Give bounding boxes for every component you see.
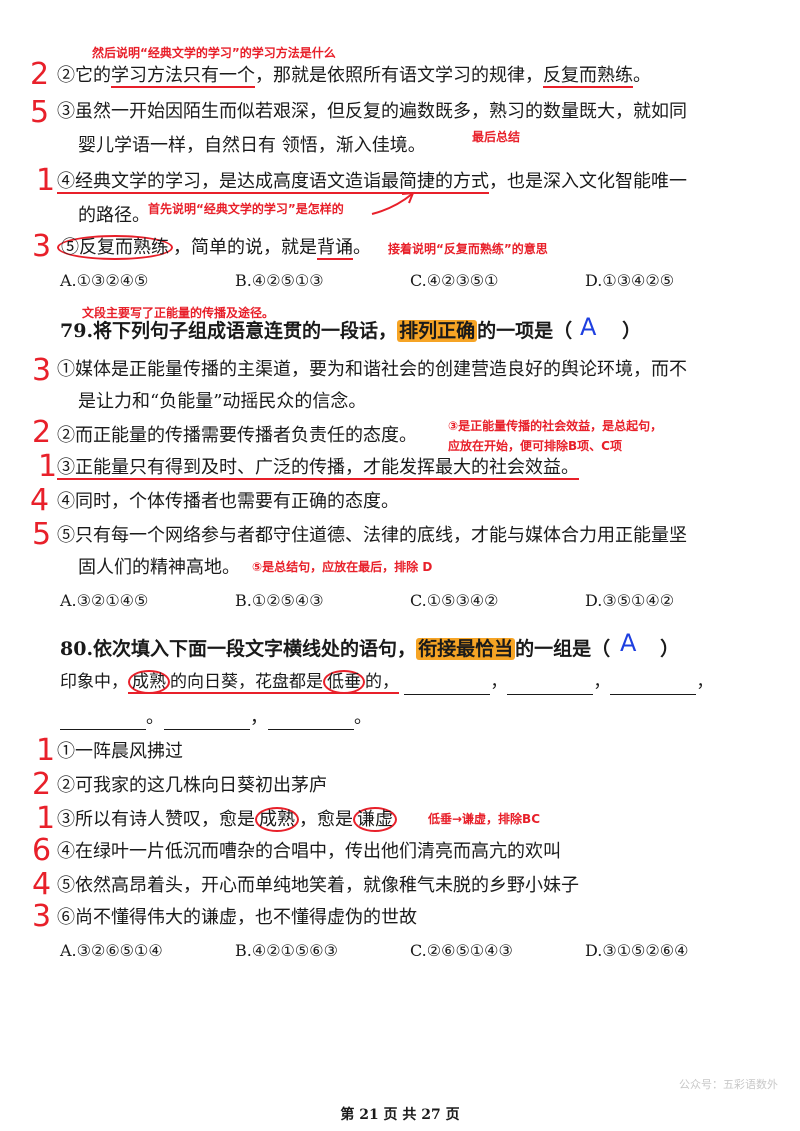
q80-sentence-6: ⑥尚不懂得伟大的谦虚，也不懂得虚伪的世故 (57, 907, 417, 928)
options-row: A.③②⑥⑤①④ B.④②①⑤⑥③ C.②⑥⑤①④③ D.③①⑤②⑥④ (60, 940, 760, 962)
options-row: A.③②①④⑤ B.①②⑤④③ C.①⑤③④② D.③⑤①④② (60, 590, 760, 612)
q79-sentence-4: ④同时，个体传播者也需要有正确的态度。 (57, 491, 399, 512)
order-number-mark: 1 (36, 733, 56, 768)
order-number-mark: 3 (32, 899, 52, 934)
q79-sentence-1-line-2: 是让力和“负能量”动摇民众的信念。 (78, 391, 367, 412)
underline-mark: ③正能量只有得到及时、广泛的传播，才能发挥最大的社会效益。 (57, 457, 579, 480)
annotation-note: 然后说明“经典文学的学习”的学习方法是什么 (92, 46, 336, 60)
options-row: A.①③②④⑤ B.④②⑤①③ C.④②③⑤① D.①③④②⑤ (60, 270, 760, 292)
option-b: B.④②⑤①③ (235, 271, 324, 290)
order-number-mark: 1 (36, 163, 56, 198)
sentence-3-line-2: 婴儿学语一样，自然日有 领悟，渐入佳境。 (78, 135, 426, 156)
option-d: D.③⑤①④② (585, 591, 675, 610)
fill-blank[interactable] (507, 676, 594, 695)
sentence-3-line-1: ③虽然一开始因陌生而似若艰深，但反复的遍数既多，熟习的数量既大，就如同 (57, 101, 687, 122)
fill-blank[interactable] (60, 711, 146, 730)
option-d: D.③①⑤②⑥④ (585, 941, 689, 960)
question-79-title: 79.将下列句子组成语意连贯的一段话，排列正确的一项是（） (60, 320, 642, 342)
q79-sentence-5-line-1: ⑤只有每一个网络参与者都守住道德、法律的底线，才能与媒体合力用正能量坚 (57, 525, 687, 546)
option-a: A.①③②④⑤ (60, 271, 149, 290)
underline-mark: 学习方法只有一个 (111, 65, 255, 88)
option-c: C.②⑥⑤①④③ (410, 941, 513, 960)
q79-sentence-3: ③正能量只有得到及时、广泛的传播，才能发挥最大的社会效益。 (57, 456, 579, 480)
annotation-note: ③是正能量传播的社会效益，是总起句， (448, 419, 663, 433)
handwritten-answer: A (620, 629, 637, 657)
order-number-mark: 3 (32, 229, 52, 264)
circle-mark: ⑤反复而熟练 (57, 235, 173, 260)
fill-blank[interactable] (164, 711, 250, 730)
order-number-mark: 5 (30, 95, 50, 130)
option-b: B.④②①⑤⑥③ (235, 941, 338, 960)
circle-mark: 成熟 (128, 670, 170, 694)
arrow-icon (371, 193, 413, 215)
annotation-note: 最后总结 (472, 130, 521, 144)
q80-sentence-2: ②可我家的这几株向日葵初出茅庐 (57, 775, 327, 796)
fill-blank[interactable] (404, 676, 491, 695)
underline-mark: 背诵 (317, 237, 353, 260)
q80-sentence-3: ③所以有诗人赞叹，愈是成熟，愈是谦虚 (57, 807, 397, 832)
circle-mark: 谦虚 (353, 807, 397, 832)
circle-mark: 成熟 (255, 807, 299, 832)
q80-passage-line-1: 印象中，成熟的向日葵，花盘都是低垂的， ，，， (60, 670, 713, 695)
option-b: B.①②⑤④③ (235, 591, 324, 610)
sentence-4-line-2: 的路径。 (78, 205, 150, 226)
sentence-2: ②它的学习方法只有一个，那就是依照所有语文学习的规律，反复而熟练。 (57, 65, 651, 88)
q80-sentence-5: ⑤依然高昂着头，开心而单纯地笑着，就像稚气未脱的乡野小妹子 (57, 875, 579, 896)
fill-blank[interactable] (268, 711, 354, 730)
q79-sentence-1-line-1: ①媒体是正能量传播的主渠道，要为和谐社会的创建营造良好的舆论环境，而不 (57, 359, 687, 380)
annotation-note: 文段主要写了正能量的传播及途径。 (82, 306, 275, 320)
annotation-note: 首先说明“经典文学的学习”是怎样的 (148, 202, 344, 216)
option-a: A.③②⑥⑤①④ (60, 941, 163, 960)
q80-sentence-1: ①一阵晨风拂过 (57, 741, 183, 762)
handwritten-answer: A (580, 313, 597, 341)
annotation-note: 接着说明“反复而熟练”的意思 (388, 242, 548, 256)
annotation-note: 应放在开始，便可排除B项、C项 (448, 439, 622, 453)
q79-sentence-2: ②而正能量的传播需要传播者负责任的态度。 (57, 425, 417, 446)
option-a: A.③②①④⑤ (60, 591, 149, 610)
order-number-mark: 4 (30, 483, 50, 518)
question-80-title: 80.依次填入下面一段文字横线处的语句，衔接最恰当的一组是（） (60, 638, 680, 660)
order-number-mark: 2 (32, 767, 52, 802)
order-number-mark: 1 (38, 449, 58, 484)
circle-mark: 低垂 (323, 670, 365, 694)
order-number-mark: 4 (32, 867, 52, 902)
highlight-mark: 排列正确 (397, 320, 478, 342)
order-number-mark: 6 (32, 833, 52, 868)
q80-passage-line-2: 。，。 (60, 706, 372, 730)
underline-mark: 反复而熟练 (543, 65, 633, 88)
order-number-mark: 2 (30, 57, 50, 92)
underline-mark: ④经典文学的学习，是达成高度语文造诣最简捷的方式 (57, 171, 489, 194)
order-number-mark: 3 (32, 353, 52, 388)
arrowhead-icon (401, 191, 415, 204)
annotation-note: 低垂→谦虚，排除BC (428, 812, 541, 826)
order-number-mark: 5 (32, 517, 52, 552)
option-c: C.④②③⑤① (410, 271, 499, 290)
fill-blank[interactable] (610, 676, 697, 695)
sentence-5: ⑤反复而熟练，简单的说，就是背诵。 (57, 235, 371, 260)
highlight-mark: 衔接最恰当 (416, 638, 516, 660)
q79-sentence-5-line-2: 固人们的精神高地。 (78, 557, 240, 578)
page-footer: 第 21 页 共 27 页 (340, 1107, 460, 1123)
option-d: D.①③④②⑤ (585, 271, 675, 290)
option-c: C.①⑤③④② (410, 591, 499, 610)
order-number-mark: 1 (36, 801, 56, 836)
q80-sentence-4: ④在绿叶一片低沉而嘈杂的合唱中，传出他们清亮而高亢的欢叫 (57, 841, 561, 862)
sentence-4-line-1: ④经典文学的学习，是达成高度语文造诣最简捷的方式，也是深入文化智能唯一 (57, 171, 687, 194)
underline-mark: 成熟的向日葵，花盘都是低垂的， (128, 670, 399, 694)
annotation-note: ⑤是总结句，应放在最后，排除 D (252, 560, 433, 574)
watermark: 公众号：五彩语数外 (679, 1078, 778, 1091)
order-number-mark: 2 (32, 415, 52, 450)
